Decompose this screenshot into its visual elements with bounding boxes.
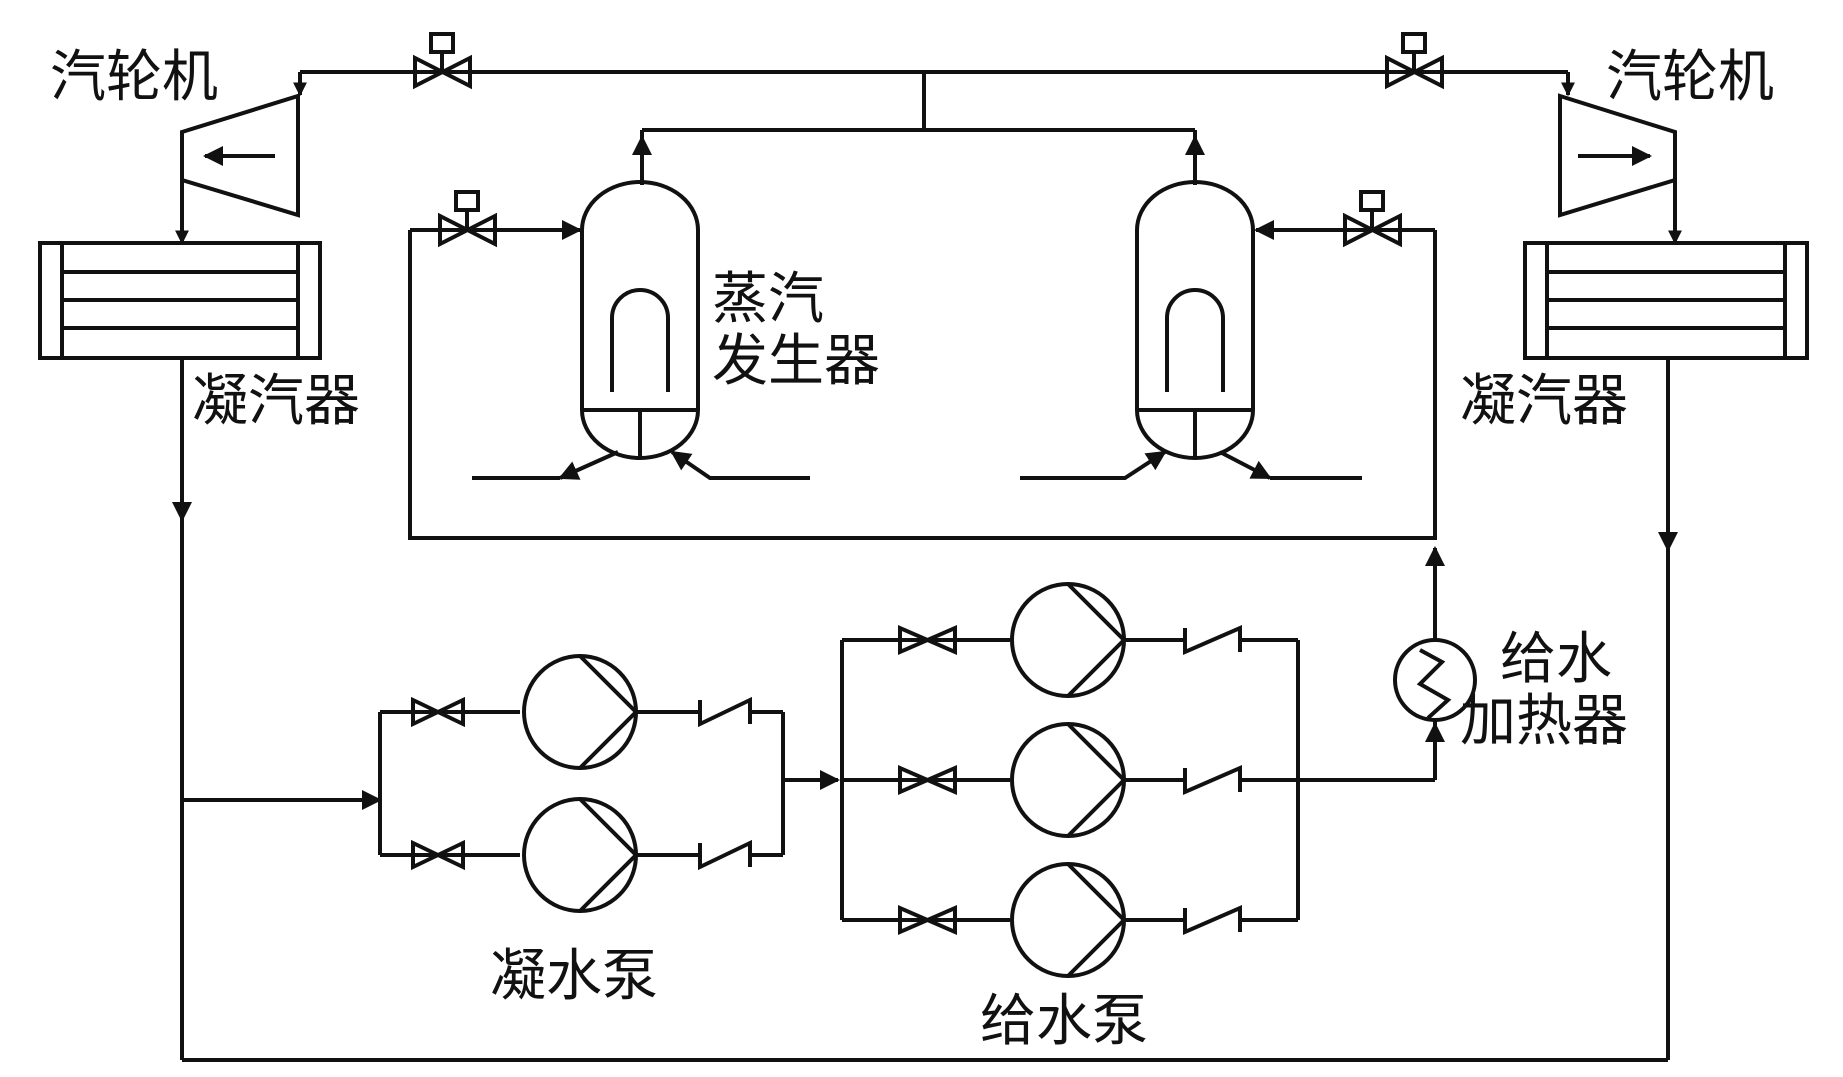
- turbine-left-label: 汽轮机: [50, 45, 218, 110]
- steam-valve-left: [413, 32, 472, 90]
- steam-generator-right: [1020, 180, 1435, 480]
- condenser-left-label: 凝汽器: [192, 369, 360, 434]
- feedwater-pump-group: [840, 582, 1435, 978]
- condensate-pump-label: 凝水泵: [490, 944, 658, 1009]
- steam-generator-label-line1: 蒸汽: [712, 267, 824, 332]
- condenser-right: [1523, 241, 1809, 360]
- turbine-right: [1558, 72, 1682, 245]
- turbine-left: [175, 72, 307, 245]
- feedwater-pump-label: 给水泵: [980, 989, 1148, 1054]
- feedwater-heater-label-line2: 加热器: [1460, 689, 1628, 754]
- steam-generator-left: [410, 180, 810, 480]
- steam-generator-label-line2: 发生器: [712, 329, 880, 394]
- condenser-right-label: 凝汽器: [1460, 369, 1628, 434]
- feedwater-heater: [1393, 548, 1477, 780]
- feedwater-heater-label-line1: 给水: [1500, 627, 1612, 692]
- feedwater-distribution-loop: [408, 230, 1445, 640]
- condenser-left: [38, 241, 322, 360]
- steam-valve-right: [1385, 32, 1444, 90]
- turbine-right-label: 汽轮机: [1606, 45, 1774, 110]
- main-steam-header: [300, 70, 1568, 185]
- condensate-pump-group: [378, 654, 840, 913]
- condensate-return-lines: [172, 358, 1678, 1062]
